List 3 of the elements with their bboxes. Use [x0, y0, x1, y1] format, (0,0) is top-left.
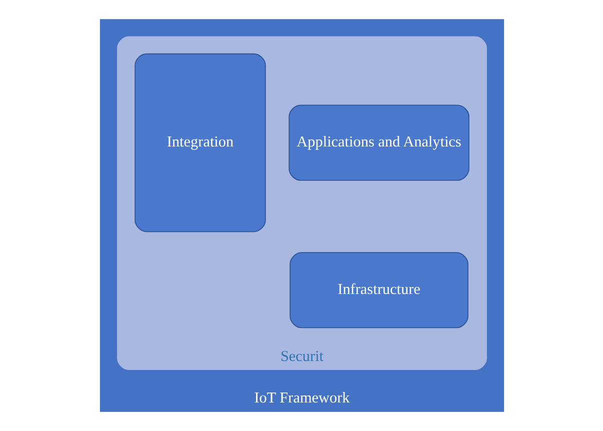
node-box: Integration — [134, 53, 266, 232]
node-box: Applications and Analytics — [288, 104, 469, 181]
node-box: Infrastructure — [289, 252, 468, 328]
